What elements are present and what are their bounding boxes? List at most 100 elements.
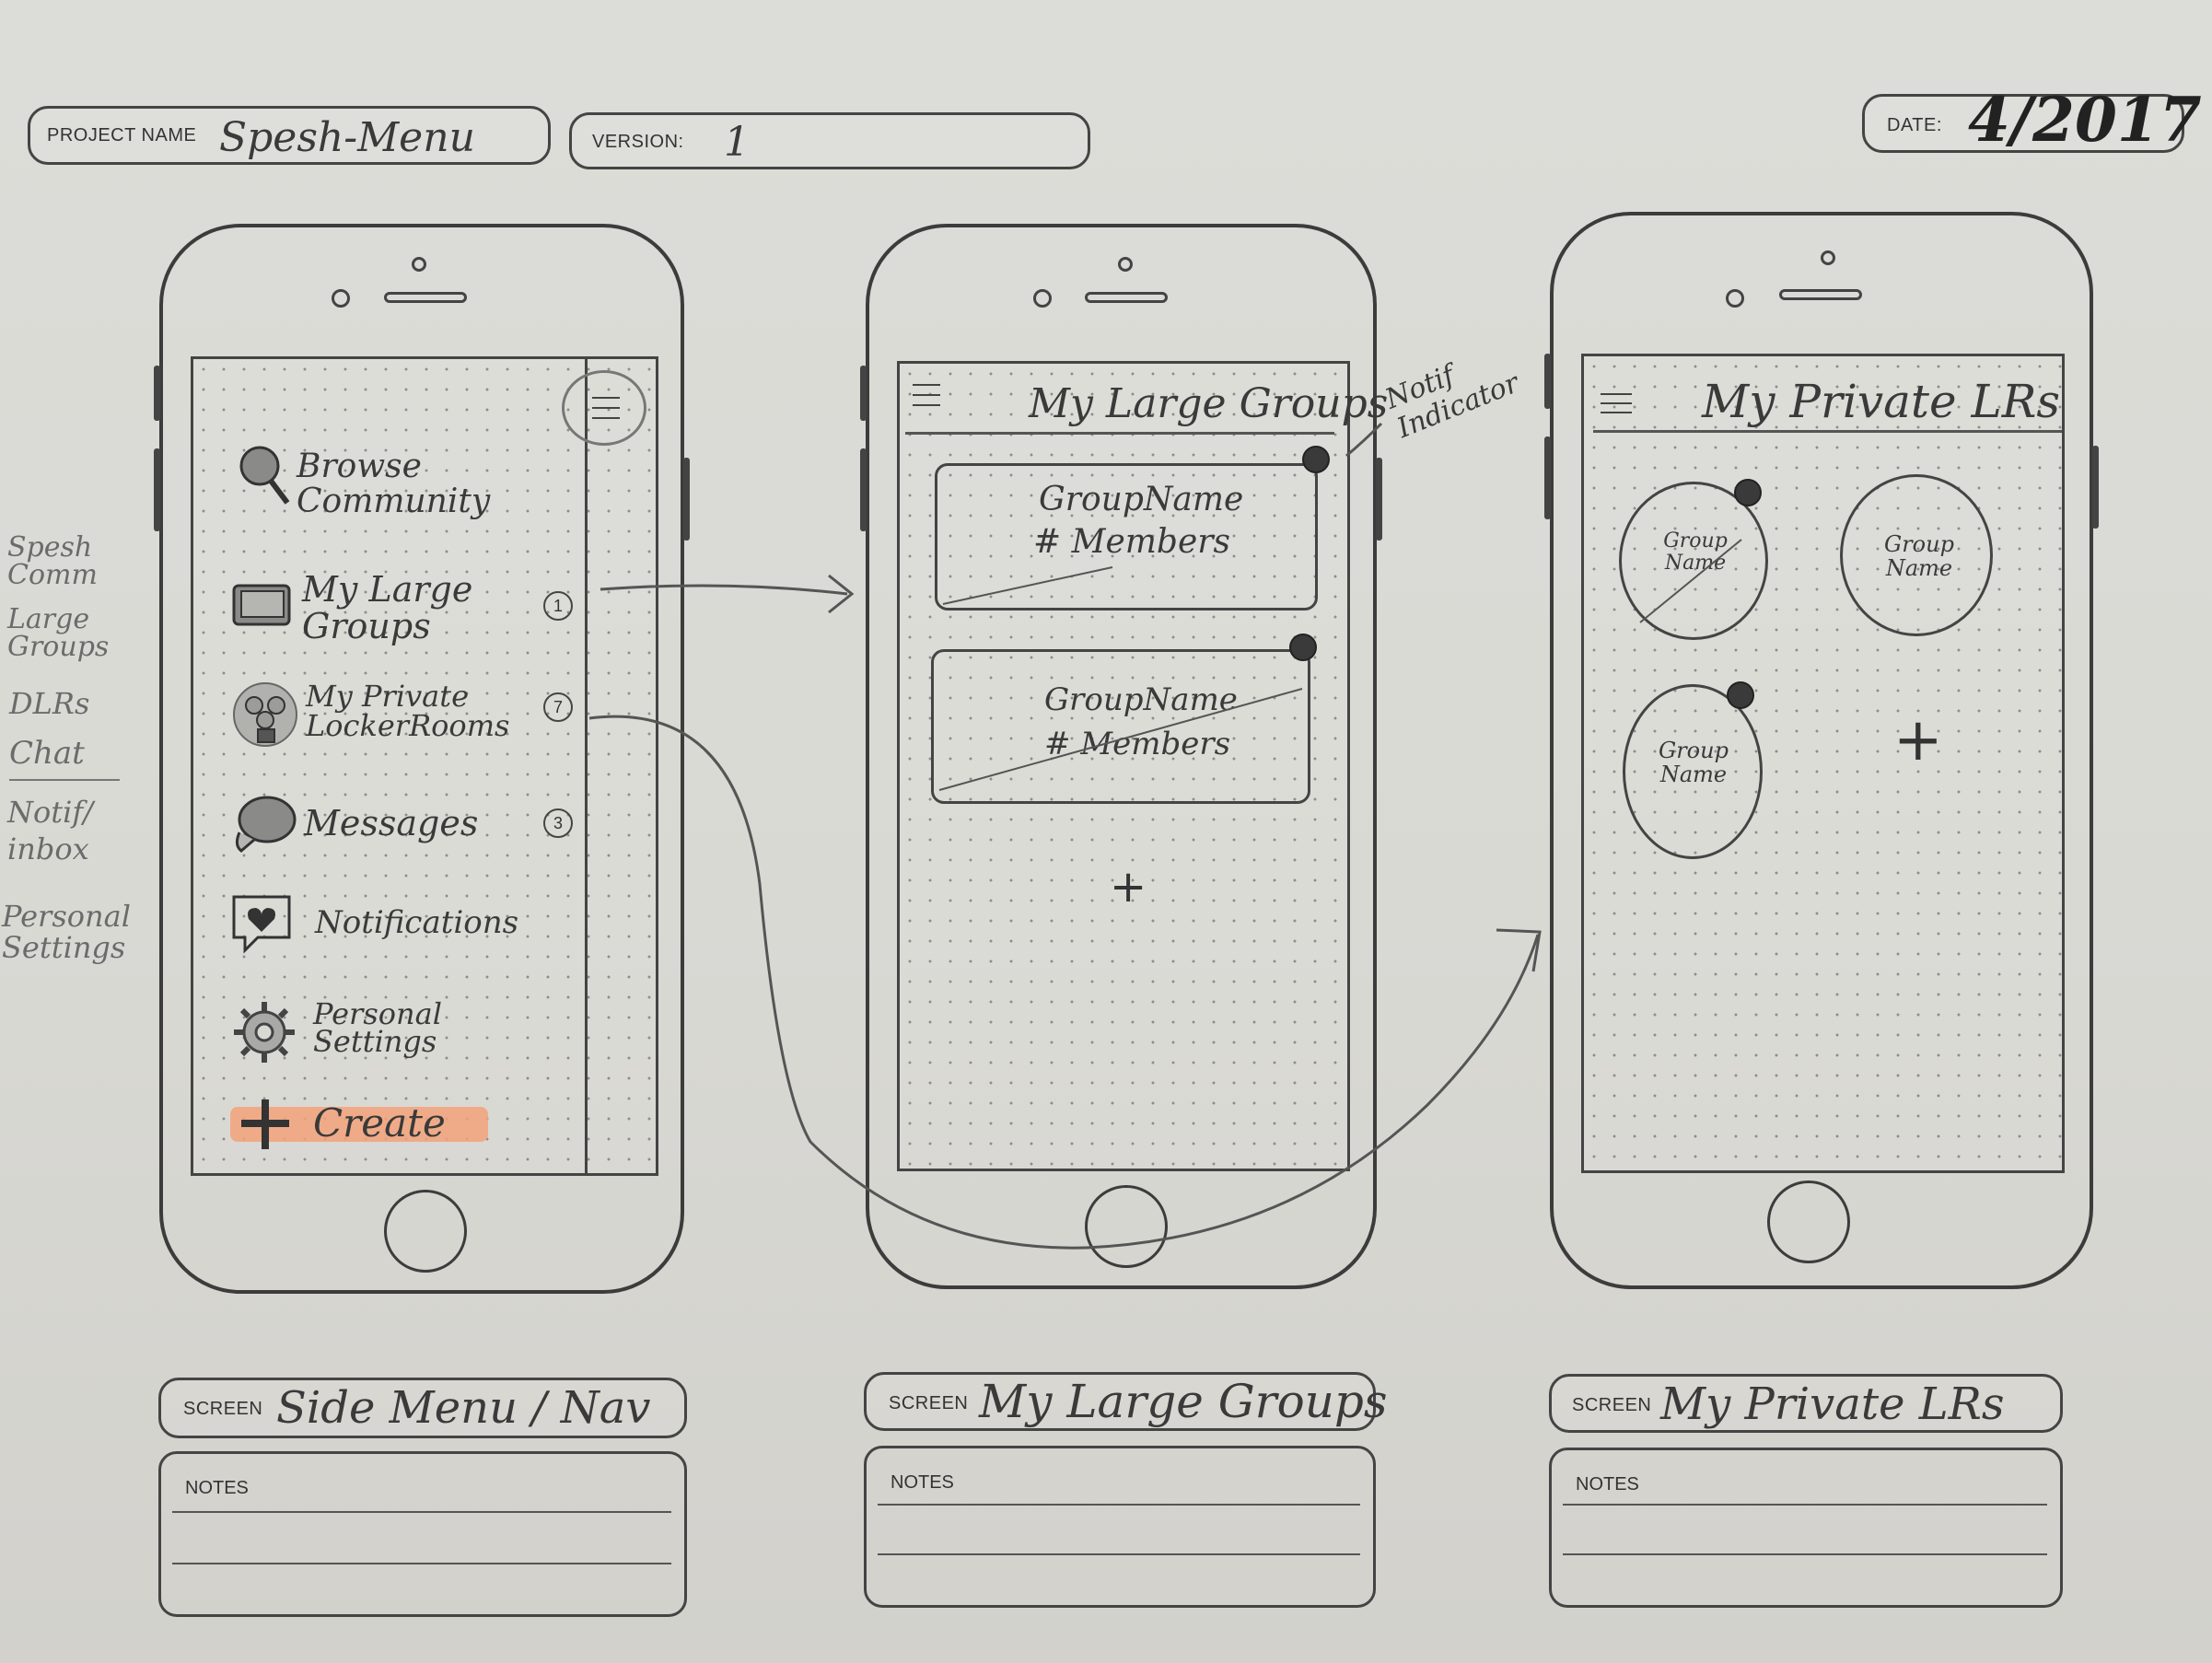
power-button — [1376, 458, 1382, 541]
group-name: GroupName — [1039, 481, 1244, 518]
volume-button — [154, 448, 160, 531]
group-card[interactable]: GroupName # Members — [931, 634, 1317, 804]
notification-indicator-icon — [1734, 479, 1762, 506]
menu-item-browse-community[interactable]: Browse Community — [230, 442, 562, 525]
group-circle[interactable]: Group Name — [1619, 479, 1768, 640]
date-label: DATE: — [1887, 115, 1942, 135]
notes-box[interactable]: NOTES — [158, 1451, 687, 1617]
notif-indicator-annotation: Notif Indicator — [1380, 359, 1524, 446]
page-title: My Private LRs — [1702, 375, 2061, 428]
heart-message-icon — [232, 895, 291, 954]
screen-label: SCREEN — [1572, 1395, 1652, 1415]
hamburger-icon[interactable] — [1601, 393, 1632, 413]
menu-item-personal-settings[interactable]: Personal Settings — [230, 994, 599, 1077]
add-private-lr-button[interactable]: + — [1893, 706, 1943, 774]
menu-drawer-edge — [585, 359, 588, 1173]
side-note: Personal Settings — [2, 899, 131, 965]
volume-button — [860, 448, 867, 531]
count-badge: 3 — [543, 808, 573, 838]
menu-item-create[interactable]: Create — [230, 1096, 506, 1151]
group-name: Group Name — [1659, 738, 1729, 787]
notification-indicator-icon — [1302, 446, 1330, 473]
project-name-value: Spesh-Menu — [219, 114, 475, 161]
menu-label: Personal Settings — [313, 996, 442, 1059]
member-count: # Members — [1033, 523, 1230, 561]
phone-frame-side-menu: Browse Community My Large Groups 1 My Pr… — [154, 224, 690, 1294]
side-button — [154, 366, 160, 421]
notes-line — [878, 1553, 1360, 1555]
notes-line — [878, 1504, 1360, 1506]
power-button — [683, 458, 690, 541]
version-field[interactable]: VERSION: 1 — [569, 112, 1090, 169]
menu-item-messages[interactable]: Messages 3 — [230, 792, 599, 866]
speaker-slot — [384, 292, 467, 303]
menu-item-notifications[interactable]: Notifications — [230, 893, 599, 967]
menu-label: Messages — [304, 803, 479, 843]
screen-name-field[interactable]: SCREEN Side Menu / Nav — [158, 1378, 687, 1438]
group-icon — [233, 682, 297, 747]
notes-line — [1563, 1553, 2047, 1555]
notes-label: NOTES — [1576, 1474, 1639, 1494]
date-field[interactable]: DATE: 4/2017 — [1862, 84, 2202, 156]
card-placeholder-line — [942, 566, 1113, 605]
notes-label: NOTES — [891, 1472, 954, 1493]
side-note: Chat — [9, 735, 85, 772]
menu-item-my-private-lockerrooms[interactable]: My Private LockerRooms 7 — [230, 680, 599, 762]
home-button[interactable] — [384, 1190, 467, 1273]
side-button — [1544, 354, 1551, 409]
group-card[interactable]: GroupName # Members — [935, 446, 1330, 611]
menu-label: Browse Community — [297, 448, 491, 520]
side-note: Spesh Comm — [7, 531, 98, 591]
hamburger-icon[interactable] — [913, 384, 940, 408]
screen-name-field[interactable]: SCREEN My Large Groups — [864, 1372, 1388, 1431]
side-note: DLRs — [9, 686, 90, 721]
title-underline — [905, 432, 1334, 435]
group-circle[interactable]: Group Name — [1623, 681, 1763, 859]
group-name: Group Name — [1884, 531, 1954, 581]
count-badge: 7 — [543, 692, 573, 722]
card-placeholder-line — [938, 688, 1303, 791]
camera-dot — [1821, 250, 1835, 265]
speaker-slot — [1779, 289, 1862, 300]
side-note-divider — [9, 779, 120, 781]
count-badge: 1 — [543, 591, 573, 621]
hamburger-highlight-icon[interactable] — [562, 370, 646, 446]
notes-box[interactable]: NOTES — [1549, 1448, 2063, 1608]
sensor-dot — [1033, 289, 1052, 308]
notes-box[interactable]: NOTES — [864, 1446, 1376, 1608]
camera-dot — [412, 257, 426, 272]
sensor-dot — [332, 289, 350, 308]
add-group-button[interactable]: + — [1110, 861, 1147, 913]
page-title: My Large Groups — [1029, 380, 1389, 427]
notes-line — [172, 1511, 671, 1513]
screen-name-field[interactable]: SCREEN My Private LRs — [1549, 1374, 2063, 1433]
notes-label: NOTES — [185, 1478, 249, 1498]
screen-side-menu: Browse Community My Large Groups 1 My Pr… — [191, 356, 658, 1176]
project-name-label: PROJECT NAME — [47, 125, 197, 145]
side-note: Notif/ inbox — [7, 795, 93, 866]
power-button — [2092, 446, 2099, 529]
notification-indicator-icon — [1289, 634, 1317, 661]
screen-large-groups: My Large Groups GroupName # Members Grou… — [897, 361, 1388, 1171]
home-button[interactable] — [1767, 1180, 1850, 1263]
group-name: GroupName — [1044, 681, 1238, 718]
side-note: Large Groups — [7, 603, 110, 663]
magnifier-icon — [239, 446, 290, 505]
version-value: 1 — [724, 119, 750, 166]
version-label: VERSION: — [592, 132, 684, 152]
hamburger-icon[interactable] — [592, 397, 620, 421]
notes-line — [172, 1563, 671, 1564]
group-circle[interactable]: Group Name — [1840, 474, 1993, 636]
group-name: Group Name — [1663, 529, 1728, 575]
menu-label: My Private LockerRooms — [306, 679, 510, 743]
notification-indicator-icon — [1727, 681, 1754, 709]
menu-item-my-large-groups[interactable]: My Large Groups 1 — [230, 571, 599, 654]
menu-label: My Large Groups — [302, 569, 473, 646]
menu-label: Create — [313, 1100, 446, 1145]
home-button[interactable] — [1085, 1185, 1168, 1268]
project-name-field[interactable]: PROJECT NAME Spesh-Menu — [28, 106, 551, 165]
folder-icon — [232, 584, 291, 626]
screen-private-lrs: My Private LRs Group Name Group Name Gro… — [1581, 354, 2065, 1173]
screen-label: SCREEN — [183, 1399, 263, 1419]
title-underline — [1593, 430, 2062, 433]
